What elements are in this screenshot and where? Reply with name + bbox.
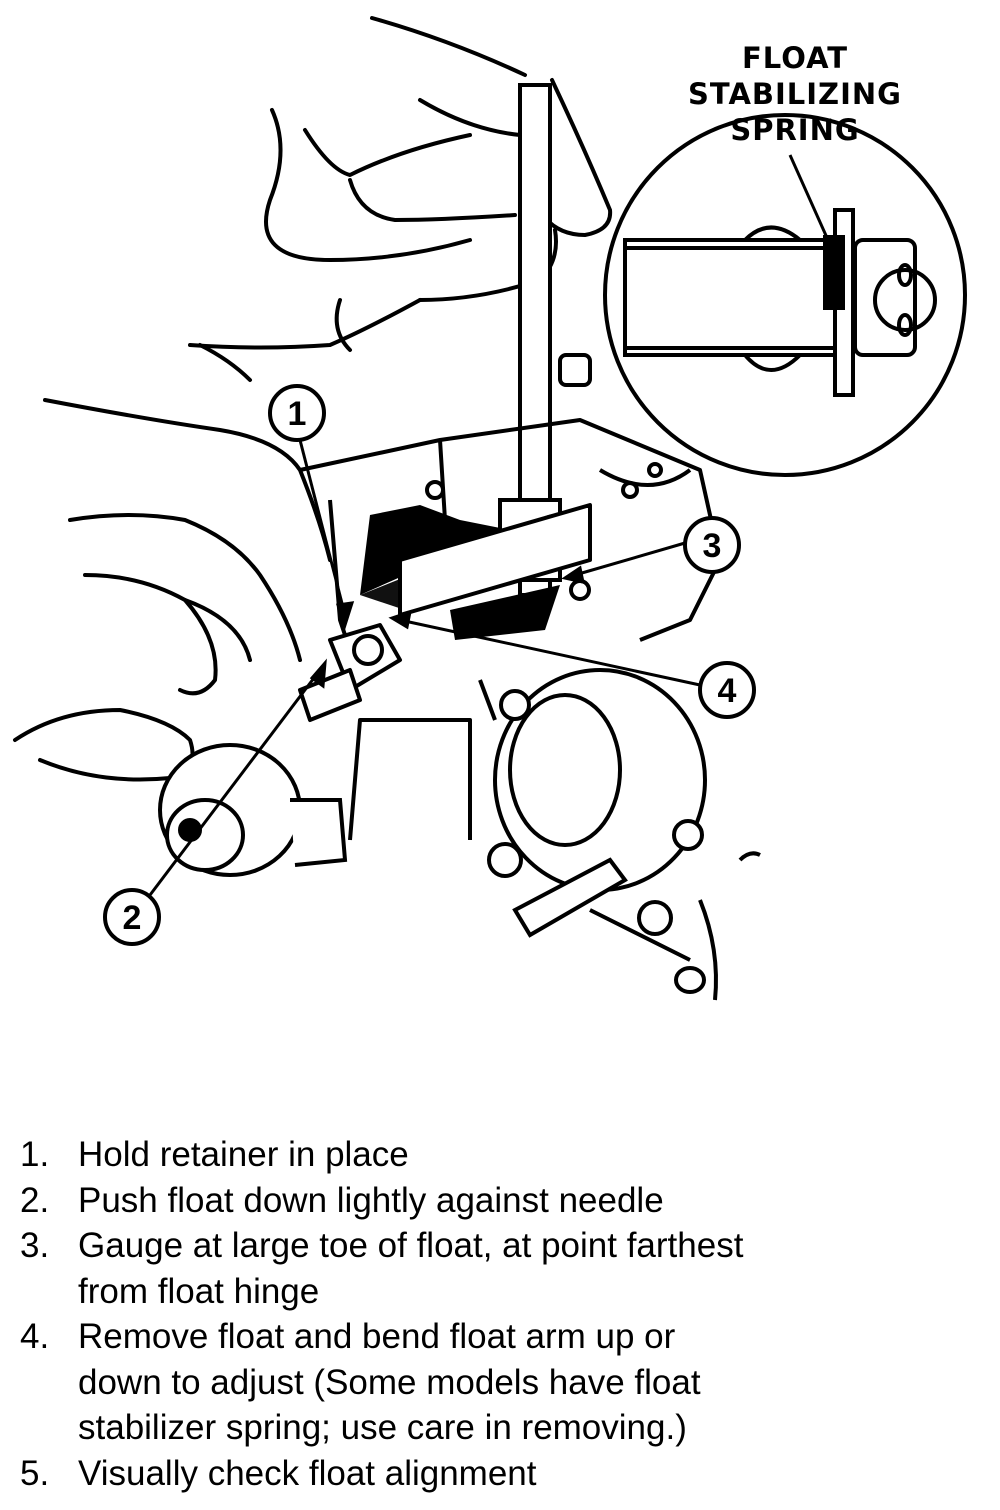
callout-2: 2 (103, 888, 161, 946)
step-number: 2. (20, 1180, 50, 1220)
step-number: 4. (20, 1317, 50, 1356)
step-5: 5. Visually check float alignment (20, 1451, 980, 1497)
procedure-steps-list: 1. Hold retainer in place 2. Push float … (20, 1132, 980, 1496)
callout-leaders (148, 439, 701, 896)
inset-title-line-2: STABILIZING (688, 77, 902, 111)
callout-3: 3 (683, 516, 741, 574)
step-line: from float hinge (78, 1271, 320, 1311)
step-text: Gauge at large toe of float, at point fa… (78, 1223, 980, 1314)
step-number: 5. (20, 1453, 50, 1493)
step-line: Hold retainer in place (78, 1135, 409, 1174)
step-4: 4. Remove float and bend float arm up or… (20, 1314, 980, 1451)
choke-housing-drawing (487, 668, 761, 1001)
step-line: Push float down lightly against needle (78, 1180, 664, 1220)
step-line: Visually check float alignment (78, 1453, 537, 1493)
step-text: Remove float and bend float arm up or dow… (78, 1314, 980, 1451)
callout-1: 1 (268, 384, 326, 442)
step-text: Hold retainer in place (78, 1132, 980, 1178)
step-number: 3. (20, 1226, 50, 1265)
step-line: Gauge at large toe of float, at point fa… (78, 1226, 744, 1265)
callout-3-label: 3 (703, 527, 722, 565)
step-text: Push float down lightly against needle (78, 1178, 980, 1224)
inlet-fitting-drawing (158, 743, 348, 877)
inset-title-line-3: SPRING (730, 113, 859, 147)
step-line: stabilizer spring; use care in removing.… (78, 1408, 687, 1447)
carburetor-float-illustration: FLOAT STABILIZING SPRING 1 2 3 4 (13, 16, 967, 1001)
carburetor-body-drawing (299, 353, 722, 841)
callout-4: 4 (698, 661, 756, 719)
lower-hand-drawing (13, 398, 332, 782)
callout-4-label: 4 (718, 672, 737, 710)
step-2: 2. Push float down lightly against needl… (20, 1178, 980, 1224)
step-text: Visually check float alignment (78, 1451, 980, 1497)
step-3: 3. Gauge at large toe of float, at point… (20, 1223, 980, 1314)
inset-title-line-1: FLOAT (742, 41, 848, 75)
callout-1-label: 1 (288, 395, 307, 433)
step-1: 1. Hold retainer in place (20, 1132, 980, 1178)
float-lever-drawing (298, 503, 592, 722)
callout-2-label: 2 (123, 899, 142, 937)
stabilizing-spring-inset (603, 113, 967, 477)
step-line: Remove float and bend float arm up or (78, 1317, 676, 1356)
step-number: 1. (20, 1135, 50, 1174)
step-line: down to adjust (Some models have float (78, 1362, 701, 1402)
